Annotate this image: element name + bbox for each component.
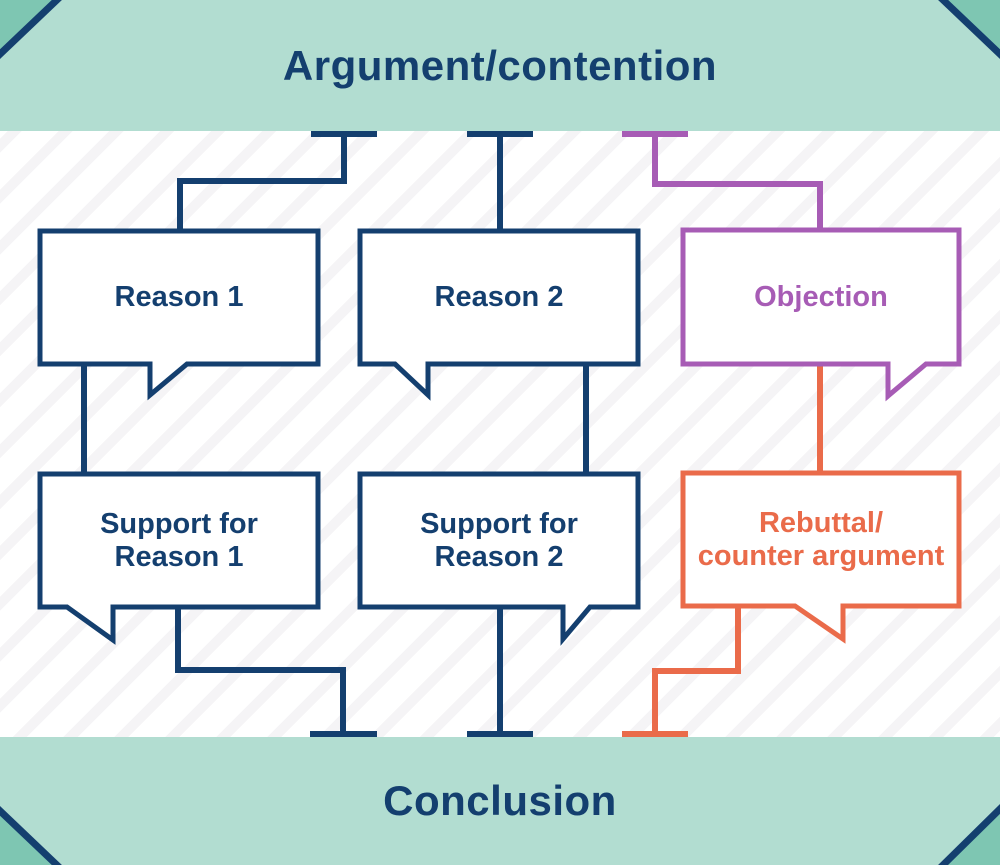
- reason-2-label: Reason 2: [360, 231, 638, 364]
- connector-support-1-to-conclusion: [175, 605, 377, 737]
- top-banner: Argument/contention: [0, 0, 1000, 131]
- support-2-label: Support for Reason 2: [360, 474, 638, 607]
- bottom-banner: Conclusion: [0, 737, 1000, 865]
- corner-top-left: [0, 0, 62, 59]
- corner-bottom-left: [0, 806, 62, 865]
- rebuttal-bubble: [680, 470, 962, 644]
- reason-1-label: Reason 1: [40, 231, 318, 364]
- corner-bottom-right: [938, 804, 1000, 865]
- connector-rebuttal-to-conclusion: [622, 605, 741, 737]
- support-1-line-2: Reason 1: [114, 540, 244, 573]
- rebuttal-label: Rebuttal/ counter argument: [683, 473, 959, 606]
- reason-2-text: Reason 2: [434, 281, 564, 313]
- rebuttal-line-1: Rebuttal/: [758, 506, 884, 539]
- support-2-line-2: Reason 2: [434, 540, 564, 573]
- support-1-label: Support for Reason 1: [40, 474, 318, 607]
- connector-support-2-to-conclusion: [467, 605, 533, 737]
- conclusion-title: Conclusion: [383, 777, 617, 824]
- objection-label: Objection: [683, 230, 959, 364]
- support-1-bubble: [37, 471, 321, 645]
- reason-2-bubble: [357, 228, 641, 401]
- support-1-line-1: Support for: [100, 507, 258, 540]
- support-2-line-1: Support for: [420, 507, 578, 540]
- reason-1-bubble: [37, 228, 321, 401]
- corner-top-right: [938, 0, 1000, 59]
- reason-1-text: Reason 1: [114, 281, 244, 313]
- objection-text: Objection: [754, 280, 888, 313]
- rebuttal-line-2: counter argument: [697, 539, 945, 572]
- connector-argument-to-reason-1: [177, 131, 377, 234]
- argument-title: Argument/contention: [282, 41, 718, 89]
- objection-bubble: [680, 227, 962, 402]
- support-2-bubble: [357, 471, 641, 646]
- connector-argument-to-objection: [622, 131, 823, 232]
- connector-argument-to-reason-2: [467, 131, 533, 234]
